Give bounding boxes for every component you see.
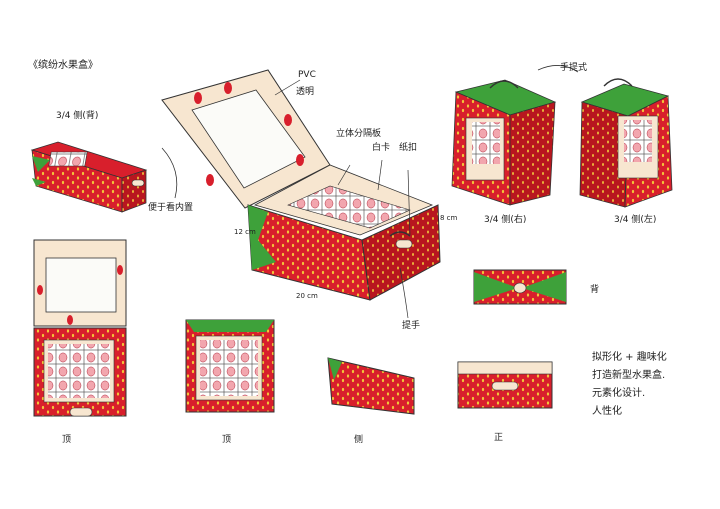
label-handle: 提手 <box>402 321 421 331</box>
design-note-line-4: 人性化 <box>592 406 622 417</box>
sheet-title: 《缤纷水果盒》 <box>28 60 98 71</box>
box-three-quarter-left <box>537 65 673 208</box>
label-back-view: 背 <box>590 285 600 295</box>
label-transparent: 透明 <box>296 87 315 97</box>
label-white-card: 白卡 <box>372 143 391 153</box>
label-front-view: 正 <box>494 433 504 443</box>
label-three-quarter-left: 3/4 侧(左) <box>614 215 657 225</box>
design-note-line-2: 打造新型水果盒. <box>592 370 666 381</box>
design-note-line-3: 元素化设计. <box>592 388 646 399</box>
label-snap-buckle: 纸扣 <box>399 143 418 153</box>
label-top-view-open: 顶 <box>62 435 72 445</box>
main-open-box <box>161 69 441 319</box>
label-dim-height: 12 cm <box>234 228 256 236</box>
label-three-quarter-right: 3/4 侧(右) <box>484 215 527 225</box>
box-top-closed <box>185 319 275 413</box>
box-three-quarter-right <box>451 79 557 206</box>
label-three-quarter-back: 3/4 侧(背) <box>56 111 99 121</box>
callout-arrow <box>161 147 178 199</box>
label-top-view-closed: 顶 <box>222 435 232 445</box>
label-pvc: PVC <box>298 70 316 80</box>
label-carry-style: 手提式 <box>560 63 588 73</box>
design-note-line-1: 拟形化 + 趣味化 <box>592 352 667 363</box>
label-divider-board: 立体分隔板 <box>336 129 382 139</box>
label-side-view: 侧 <box>354 435 364 445</box>
label-easy-view-inside: 便于看内置 <box>148 203 194 213</box>
box-back-view <box>473 269 567 305</box>
label-dim-width: 20 cm <box>296 292 318 300</box>
box-three-quarter-back <box>30 141 148 213</box>
box-front-view <box>457 361 553 409</box>
box-side-view <box>327 357 415 415</box>
box-top-open <box>33 239 127 417</box>
label-dim-depth: 8 cm <box>440 214 458 222</box>
